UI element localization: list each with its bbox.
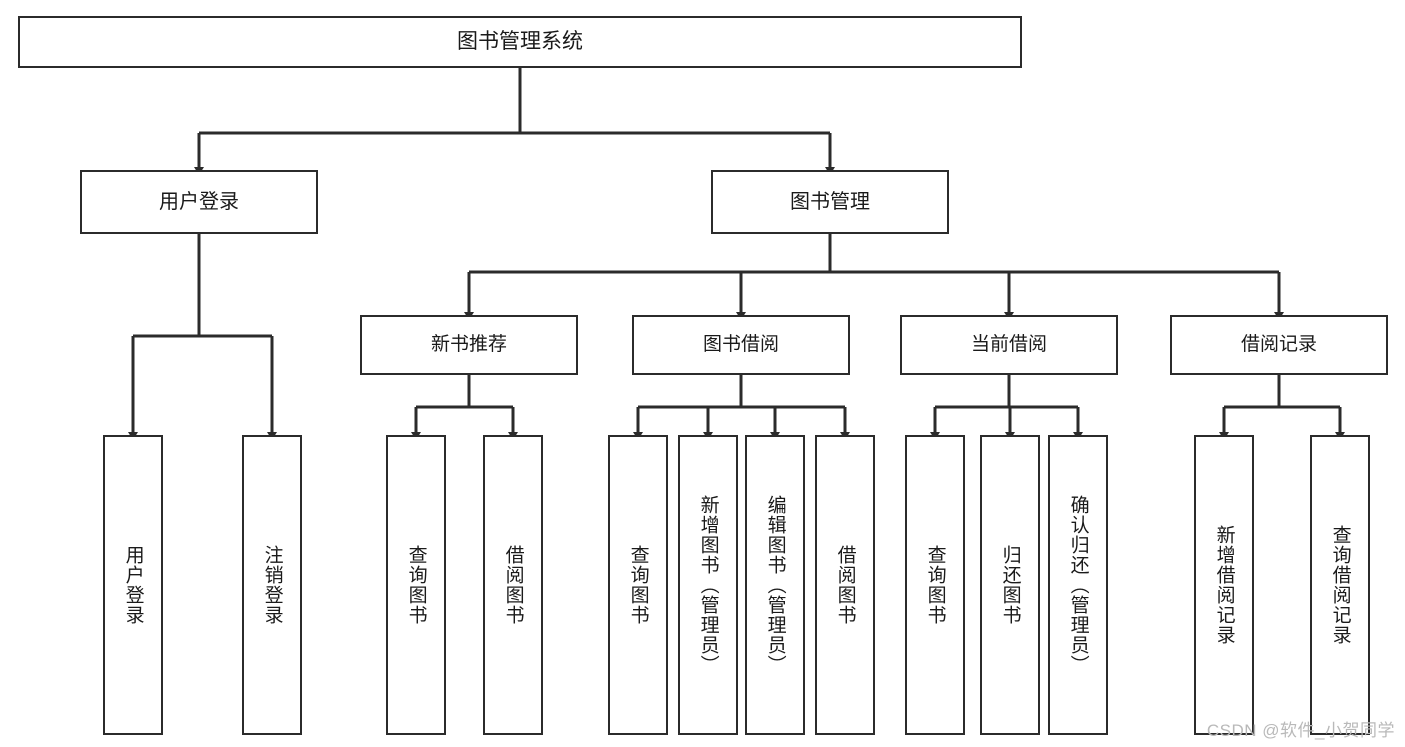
node-n2: 借阅图书: [483, 435, 543, 735]
node-b2: 新增图书（管理员）: [678, 435, 738, 735]
node-label: 编辑图书（管理员）: [764, 495, 786, 675]
node-l1: 用户登录: [103, 435, 163, 735]
node-label: 新增图书（管理员）: [697, 495, 719, 675]
node-login: 用户登录: [80, 170, 318, 234]
node-label: 借阅图书: [502, 545, 524, 625]
node-bookmgmt: 图书管理: [711, 170, 949, 234]
node-label: 新增借阅记录: [1213, 525, 1235, 645]
node-label: 注销登录: [261, 545, 283, 625]
node-records: 借阅记录: [1170, 315, 1388, 375]
node-label: 借阅图书: [834, 545, 856, 625]
node-label: 新书推荐: [430, 334, 507, 356]
node-c1: 查询图书: [905, 435, 965, 735]
node-newbook: 新书推荐: [360, 315, 578, 375]
node-b3: 编辑图书（管理员）: [745, 435, 805, 735]
node-c2: 归还图书: [980, 435, 1040, 735]
node-root: 图书管理系统: [18, 16, 1022, 68]
node-label: 当前借阅: [970, 334, 1047, 356]
node-borrow: 图书借阅: [632, 315, 850, 375]
node-label: 确认归还（管理员）: [1067, 495, 1089, 675]
node-c3: 确认归还（管理员）: [1048, 435, 1108, 735]
node-label: 用户登录: [159, 190, 239, 213]
node-r2: 查询借阅记录: [1310, 435, 1370, 735]
node-label: 查询图书: [924, 545, 946, 625]
node-current: 当前借阅: [900, 315, 1118, 375]
node-n1: 查询图书: [386, 435, 446, 735]
node-label: 查询图书: [405, 545, 427, 625]
node-label: 图书管理系统: [457, 30, 583, 54]
csdn-watermark: CSDN @软件_小贺同学: [1206, 721, 1395, 740]
node-label: 用户登录: [122, 545, 144, 625]
node-label: 图书管理: [790, 190, 870, 213]
node-label: 图书借阅: [702, 334, 779, 356]
node-label: 查询借阅记录: [1329, 525, 1351, 645]
node-label: 借阅记录: [1240, 334, 1317, 356]
node-b4: 借阅图书: [815, 435, 875, 735]
node-label: 归还图书: [999, 545, 1021, 625]
node-r1: 新增借阅记录: [1194, 435, 1254, 735]
node-b1: 查询图书: [608, 435, 668, 735]
node-label: 查询图书: [627, 545, 649, 625]
node-l2: 注销登录: [242, 435, 302, 735]
